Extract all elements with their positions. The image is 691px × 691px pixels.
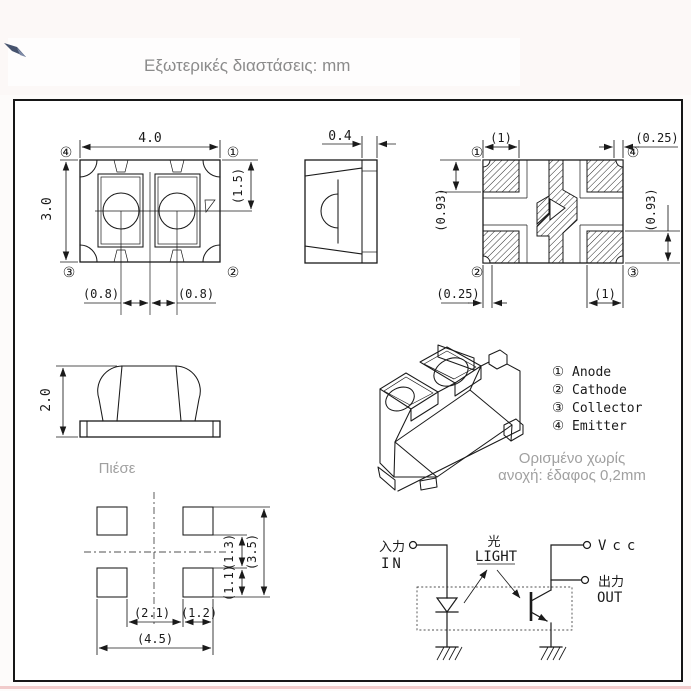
legend-num-1: ① <box>552 364 564 380</box>
circuit-light-en: LIGHT <box>475 549 518 565</box>
pin-legend: ① Anode ② Cathode ③ Collector ④ Emitter <box>552 364 643 434</box>
land-pattern-view: (1.3) (1.1) (3.5) (2.1) (1.2) (4.5) <box>84 492 270 655</box>
dim-front-width: 4.0 <box>138 131 161 146</box>
dim-land-pad-h: (1.1) <box>222 565 236 601</box>
dim-bottom-pad-bottom: (1) <box>594 287 616 301</box>
circuit-input-en: IN <box>381 556 404 572</box>
package-outline-box <box>416 586 573 631</box>
dim-land-gap-h: (2.1) <box>134 606 170 620</box>
legend-label-cathode: Cathode <box>572 383 627 398</box>
dim-land-total-w: (4.5) <box>137 632 173 646</box>
tolerance-note-line1: Ορισμένο χωρίς <box>519 450 625 467</box>
bottom-pin-3: ③ <box>627 265 640 281</box>
front-pin-1: ① <box>227 145 240 161</box>
bottom-accent-line <box>0 686 691 689</box>
tolerance-note-line2: ανοχή: έδαφος 0,2mm <box>498 467 646 484</box>
dim-front-pitch-left: (0.8) <box>83 287 119 301</box>
ground-symbol-transistor <box>539 646 567 661</box>
terminal-vcc <box>582 540 592 550</box>
bottom-view: ① ④ ② ③ (1) (0.25) (0.93) (0.93) (0.25) <box>434 131 680 308</box>
front-pin-3: ③ <box>63 265 76 281</box>
dim-front-height: 3.0 <box>40 197 55 220</box>
legend-num-3: ③ <box>552 400 564 416</box>
circuit-diagram: 入力 IN 光 LIGHT Vcc 出力 OUT <box>379 535 641 661</box>
dim-land-gap-v: (1.3) <box>222 534 236 570</box>
front-pin-2: ② <box>227 265 240 281</box>
light-arrow-emit <box>463 569 488 604</box>
circuit-input-jp: 入力 <box>379 540 405 555</box>
pad-emitter <box>586 159 624 193</box>
circuit-light-jp: 光 <box>487 535 500 550</box>
dim-land-pad-w: (1.2) <box>181 606 217 620</box>
legend-label-collector: Collector <box>572 401 643 416</box>
terminal-out <box>580 575 590 585</box>
dim-bottom-notch-bottom: (0.25) <box>436 287 479 301</box>
front-view: ④ ① ③ ② 4.0 3.0 (1.5) (0.8) (0.8) <box>40 131 258 315</box>
dim-front-pitch-right: (0.8) <box>178 287 214 301</box>
pen-icon <box>4 43 26 57</box>
lens-profile-arc <box>320 193 339 229</box>
dim-bottom-pad-right: (0.93) <box>644 188 658 231</box>
emitter-arrow <box>530 611 548 622</box>
legend-num-4: ④ <box>552 418 564 434</box>
perspective-view <box>377 344 524 492</box>
polarity-mark <box>204 199 216 213</box>
led-symbol <box>435 597 459 614</box>
pad-anode <box>482 159 520 193</box>
dim-elevation-height: 2.0 <box>39 388 54 411</box>
legend-num-2: ② <box>552 382 564 398</box>
circuit-output-jp: 出力 <box>598 575 624 590</box>
circuit-output-en: OUT <box>597 590 623 606</box>
dim-front-lens-center: (1.5) <box>231 168 245 204</box>
bottom-pin-2: ② <box>471 265 484 281</box>
legend-label-emitter: Emitter <box>572 419 627 434</box>
bottom-pin-1: ① <box>471 145 484 161</box>
dim-land-total-h: (3.5) <box>245 534 259 570</box>
dim-side-terminal: 0.4 <box>328 129 352 144</box>
pad-cathode <box>482 230 520 264</box>
front-pin-4: ④ <box>60 145 73 161</box>
dome-lens-left <box>385 386 415 412</box>
dim-bottom-pad-left: (0.93) <box>434 188 448 231</box>
page-title: Εξωτερικές διαστάσεις: mm <box>144 56 350 75</box>
elevation-view: 2.0 Πιέσε <box>39 365 221 477</box>
dome-lens-right <box>433 357 469 387</box>
dim-bottom-notch-top: (0.25) <box>635 131 678 145</box>
circuit-vcc-label: Vcc <box>598 538 641 554</box>
side-view: 0.4 <box>304 129 396 264</box>
pad-collector <box>586 230 624 264</box>
elevation-caption: Πιέσε <box>99 460 136 477</box>
legend-label-anode: Anode <box>572 365 611 380</box>
title-band <box>8 38 520 86</box>
dim-bottom-pad-top: (1) <box>490 131 512 145</box>
ground-symbol-led <box>435 646 463 661</box>
light-arrow-receive <box>496 569 521 599</box>
